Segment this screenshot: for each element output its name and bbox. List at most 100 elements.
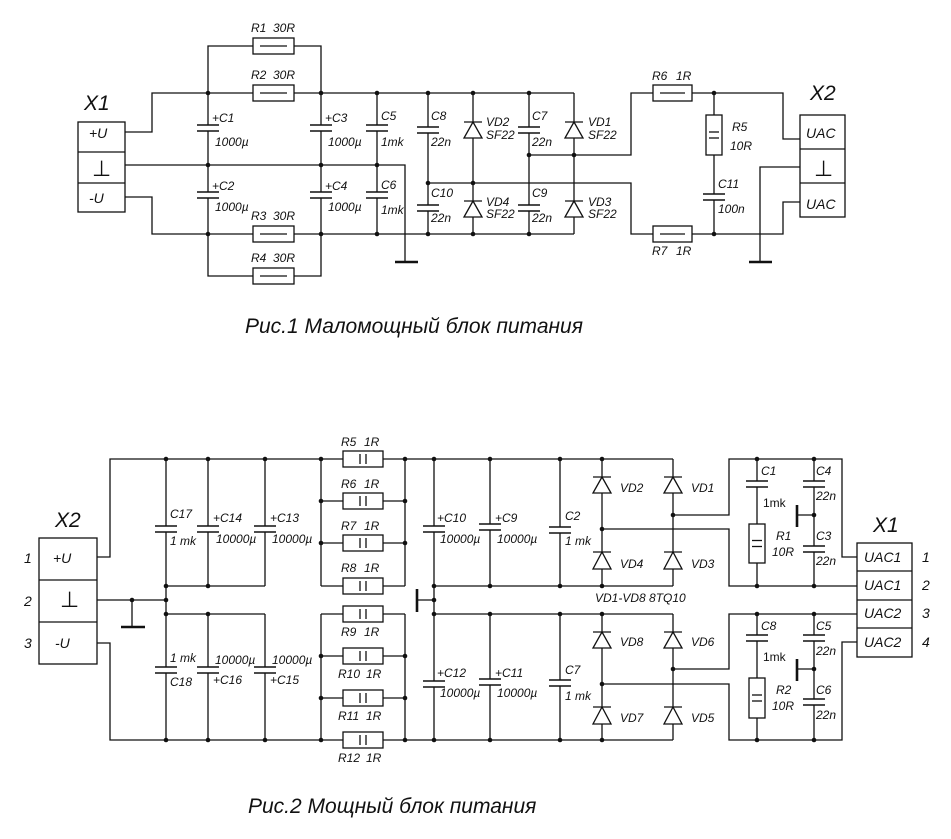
junction-node — [318, 498, 324, 504]
component-label-fig2-c9-value: 10000µ — [497, 532, 537, 546]
junction-node — [599, 583, 605, 589]
component-label-fig1-c4-name: +C4 — [325, 179, 348, 193]
component-label-fig1-c11-name: C11 — [718, 177, 739, 191]
junction-node — [431, 597, 437, 603]
component-label-fig2-c3-value: 22n — [815, 554, 836, 568]
component-label-fig1-vd2-name: VD2 — [486, 115, 510, 129]
component-label-fig1-vd4-name: VD4 — [486, 195, 510, 209]
capacitor-gap — [196, 667, 220, 673]
component-label-fig2-r2-name: R2 — [776, 683, 792, 697]
resistor-body — [342, 492, 384, 510]
component-label-fig2-vd-5: VD6 — [691, 635, 715, 649]
component-label-fig2-r12-value: 1R — [366, 751, 382, 765]
junction-node — [431, 456, 437, 462]
junction-node — [163, 456, 169, 462]
component-label-fig2-vd-6: VD7 — [620, 711, 645, 725]
connector-x1 — [77, 121, 126, 213]
junction-node — [670, 512, 676, 518]
junction-node — [402, 456, 408, 462]
component-label-fig2-c13-name: +C13 — [270, 511, 299, 525]
component-label-fig2-vd-4: VD5 — [691, 711, 715, 725]
pin-label: UAC1 — [864, 577, 901, 593]
capacitor-gap — [416, 205, 440, 211]
wire — [97, 642, 673, 741]
component-label-fig2-r10-value: 1R — [366, 667, 382, 681]
component-label-fig1-c8-name: C8 — [431, 109, 447, 123]
component-label-fig1-c5-name: C5 — [381, 109, 397, 123]
component-label-fig2-c4-name: C4 — [816, 464, 832, 478]
capacitor-gap — [365, 125, 389, 131]
component-label-fig1-c2-value: 1000µ — [215, 200, 249, 214]
junction-node — [374, 162, 380, 168]
component-label-fig1-vd3-value: SF22 — [588, 207, 617, 221]
component-label-fig2-c17-value: 1 mk — [170, 534, 197, 548]
capacitor-gap — [802, 546, 826, 552]
component-label-fig2-r8-name: R8 — [341, 561, 357, 575]
junction-node — [425, 90, 431, 96]
wire — [125, 196, 574, 235]
component-label-fig1-r1-name: R1 — [251, 21, 266, 35]
junction-node — [262, 737, 268, 743]
component-label-fig1-c1-value: 1000µ — [215, 135, 249, 149]
component-label-fig1-r2-value: 30R — [273, 68, 295, 82]
resistor-body — [748, 677, 766, 719]
junction-node — [431, 583, 437, 589]
component-label-fig1-c9-name: C9 — [532, 186, 548, 200]
junction-node — [711, 90, 717, 96]
capacitor-gap — [548, 527, 572, 533]
component-label-fig2-c11-value: 10000µ — [497, 686, 537, 700]
junction-node — [754, 456, 760, 462]
junction-node — [557, 456, 563, 462]
component-label-fig2-r5-value: 1R — [364, 435, 380, 449]
pin-number: 2 — [23, 593, 32, 609]
component-label-fig2-c16-name: +C16 — [213, 673, 242, 687]
component-label-fig2-r7-value: 1R — [364, 519, 380, 533]
component-label-fig2-c5-name: C5 — [816, 619, 832, 633]
component-label-fig2-r1-name: R1 — [776, 529, 791, 543]
capacitor-gap — [478, 524, 502, 530]
junction-node — [526, 90, 532, 96]
component-label-fig2-c10-name: +C10 — [437, 511, 466, 525]
connector-x2 — [38, 537, 98, 665]
component-label-fig2-c12-name: +C12 — [437, 666, 466, 680]
junction-node — [811, 583, 817, 589]
junction-node — [811, 737, 817, 743]
diode-note: VD1-VD8 8TQ10 — [595, 591, 686, 605]
diode-symbol — [662, 705, 684, 725]
junction-node — [670, 666, 676, 672]
resistor-body — [748, 523, 766, 564]
capacitor-gap — [154, 526, 178, 532]
junction-node — [318, 162, 324, 168]
component-label-fig2-c10-value: 10000µ — [440, 532, 480, 546]
junction-node — [163, 611, 169, 617]
pin-number: 4 — [922, 634, 930, 650]
component-label-fig1-vd3-name: VD3 — [588, 195, 612, 209]
junction-node — [487, 611, 493, 617]
component-label-fig2-c14-name: +C14 — [213, 511, 242, 525]
connector-label: X1 — [872, 514, 899, 537]
capacitor-gap — [802, 481, 826, 487]
component-label-fig1-r5-name: R5 — [732, 120, 748, 134]
capacitor-gap — [416, 127, 440, 133]
junction-node — [711, 231, 717, 237]
resistor-body — [342, 647, 384, 665]
ground-pin-label: ⊥ — [60, 587, 79, 612]
pin-label: UAC2 — [864, 605, 902, 621]
pin-number: 3 — [24, 635, 32, 651]
connector-label: X1 — [83, 92, 110, 115]
wire — [529, 92, 800, 156]
component-label-fig2-c3-name: C3 — [816, 529, 832, 543]
component-label-fig1-c1-name: +C1 — [212, 111, 234, 125]
component-label-fig2-vd-0: VD1 — [691, 481, 714, 495]
capacitor-gap — [745, 635, 769, 641]
junction-node — [487, 737, 493, 743]
junction-node — [402, 737, 408, 743]
junction-node — [318, 540, 324, 546]
junction-node — [402, 540, 408, 546]
ground-pin-label: ⊥ — [814, 156, 833, 181]
component-label-fig2-r11-name: R11 — [338, 709, 359, 723]
component-label-fig2-c7-name: C7 — [565, 663, 582, 677]
junction-node — [526, 152, 532, 158]
capacitor-gap — [422, 681, 446, 687]
component-label-fig1-vd4-value: SF22 — [486, 207, 515, 221]
